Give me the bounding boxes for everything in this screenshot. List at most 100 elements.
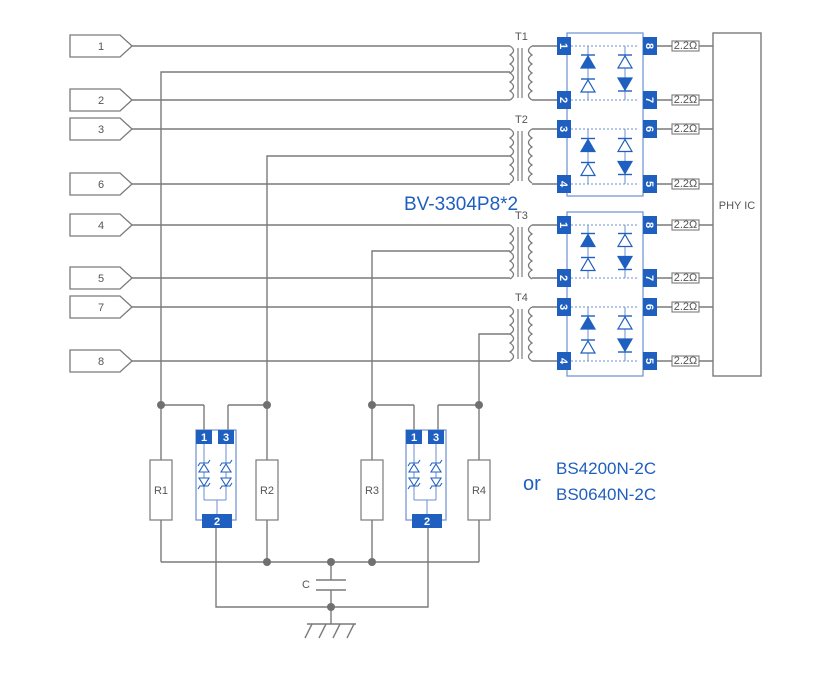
tvs-zener-bar — [429, 459, 443, 467]
tvs-pin — [412, 514, 442, 528]
chip-pin-number: 6 — [643, 304, 655, 310]
diode-icon — [616, 255, 634, 270]
connector-label: 2 — [98, 95, 104, 107]
chip-pin — [557, 352, 571, 370]
tvs-diode-icon — [220, 462, 232, 473]
connector-label: 4 — [98, 220, 104, 232]
diode-icon — [579, 339, 597, 354]
resistor-body — [149, 459, 173, 521]
tvs-diode-icon — [430, 462, 442, 473]
chip-pin-number: 4 — [557, 358, 569, 365]
series-resistor — [671, 178, 700, 190]
tvs-pin — [406, 430, 422, 444]
transformer-label: T1 — [515, 31, 528, 43]
series-resistor — [671, 355, 700, 367]
wiring — [132, 45, 713, 639]
resistor-body — [255, 459, 279, 521]
phy-ic-box — [712, 32, 762, 377]
chip-pin-number: 3 — [557, 126, 569, 132]
transformer-coil — [527, 224, 534, 280]
tvs-pin-number: 1 — [411, 432, 417, 444]
diode-icon — [579, 233, 597, 248]
connector-label: 6 — [98, 179, 104, 191]
series-resistor — [671, 40, 700, 52]
tvs-pin-number: 1 — [201, 432, 207, 444]
series-resistor-label: 2.2Ω — [674, 219, 698, 231]
chip-pin — [557, 175, 571, 193]
connector-box — [69, 295, 133, 319]
series-resistor-label: 2.2Ω — [674, 123, 698, 135]
chip-pin — [557, 91, 571, 109]
tvs-pin-number: 3 — [223, 432, 229, 444]
tvs-body — [405, 429, 447, 521]
series-resistor — [671, 272, 700, 284]
series-resistor-label: 2.2Ω — [674, 272, 698, 284]
phy-ic-label: PHY IC — [719, 200, 756, 212]
tvs-body — [195, 429, 237, 521]
diode-icon — [616, 233, 634, 248]
chip-pin — [557, 216, 571, 234]
chip-pin-number: 3 — [557, 304, 569, 310]
diode-icon — [616, 77, 634, 92]
chip-pin-number: 5 — [643, 181, 655, 187]
chip-pin — [643, 216, 657, 234]
part-name: BV-3304P8*2 — [404, 194, 518, 215]
chip-pin-number: 5 — [643, 358, 655, 364]
connector-box — [69, 266, 133, 290]
chip-pin — [557, 120, 571, 138]
resistor-label: R2 — [260, 485, 274, 497]
resistor-body — [360, 459, 384, 521]
diode-icon — [579, 138, 597, 153]
junction-dots — [157, 401, 483, 611]
tvs-zener-bar — [197, 482, 211, 490]
tvs-diode-icon — [198, 462, 210, 473]
tvs-diode-icon — [408, 462, 420, 473]
tvs-diode-icon — [430, 477, 442, 488]
diode-icon — [616, 160, 634, 175]
transformer-label: T2 — [515, 114, 528, 126]
tvs-zener-bar — [407, 459, 421, 467]
alt-part-2: BS0640N-2C — [556, 485, 656, 504]
chip-pin — [557, 298, 571, 316]
tvs-pin — [428, 430, 444, 444]
series-resistor-label: 2.2Ω — [674, 40, 698, 52]
tvs-pin-number: 3 — [433, 432, 439, 444]
chip-pin — [643, 298, 657, 316]
connector-box — [69, 88, 133, 112]
tvs-pin — [196, 430, 212, 444]
connector-box — [69, 117, 133, 141]
chip-pin-number: 1 — [557, 43, 569, 49]
chip-pin — [643, 120, 657, 138]
diode-icon — [579, 78, 597, 93]
tvs-diode-icon — [408, 477, 420, 488]
chip-pin-number: 6 — [643, 126, 655, 132]
diode-icon — [616, 315, 634, 330]
transformer-coil — [508, 306, 515, 362]
series-resistor — [671, 219, 700, 231]
chip-body — [566, 211, 644, 377]
connector-label: 3 — [98, 124, 104, 136]
chip-pin — [643, 175, 657, 193]
connector-label: 1 — [98, 41, 104, 53]
chip-pin — [557, 37, 571, 55]
chip-pin — [557, 269, 571, 287]
tvs-pin — [218, 430, 234, 444]
connector-box — [69, 213, 133, 237]
transformer-label: T3 — [515, 210, 528, 222]
chip-pin — [643, 269, 657, 287]
diode-icon — [579, 315, 597, 330]
series-resistor-label: 2.2Ω — [674, 355, 698, 367]
connector-label: 5 — [98, 273, 104, 285]
connector-box — [69, 34, 133, 58]
chip-pin-number: 7 — [643, 275, 655, 281]
diode-icon — [579, 257, 597, 272]
series-resistor — [671, 94, 700, 106]
resistor-body — [467, 459, 491, 521]
chip-pin — [643, 37, 657, 55]
chip-pin-number: 7 — [643, 97, 655, 103]
connector-label: 8 — [98, 356, 104, 368]
alt-word: or — [523, 473, 541, 495]
transformer-coil — [508, 45, 515, 101]
